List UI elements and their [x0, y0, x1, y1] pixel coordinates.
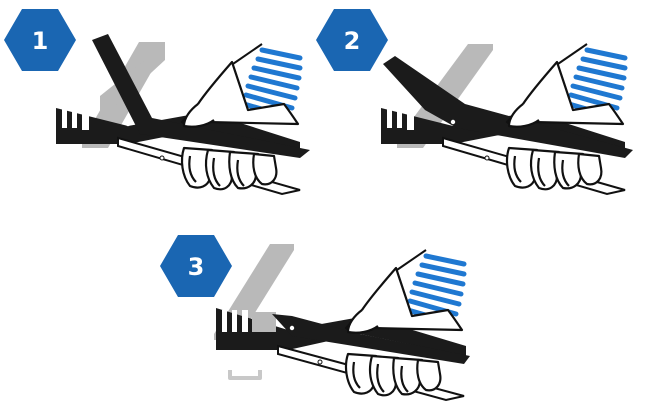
gloved-hand-icon — [182, 44, 300, 189]
step-2-panel — [381, 44, 633, 196]
step-3-number: 3 — [188, 253, 205, 281]
staple-remover-arm — [92, 34, 310, 158]
step-1-panel — [56, 34, 310, 196]
step-1-badge: 1 — [4, 9, 76, 71]
staple-remover-arm — [272, 314, 470, 364]
gloved-hand-icon — [507, 44, 625, 189]
step-3-panel — [214, 244, 470, 402]
step-2-number: 2 — [344, 27, 361, 55]
gloved-hand-icon — [346, 250, 464, 395]
step-3-badge: 3 — [160, 235, 232, 297]
step-1-number: 1 — [32, 27, 49, 55]
step-2-badge: 2 — [316, 9, 388, 71]
removed-staple — [228, 370, 262, 380]
staple-remover-arm — [383, 56, 633, 158]
